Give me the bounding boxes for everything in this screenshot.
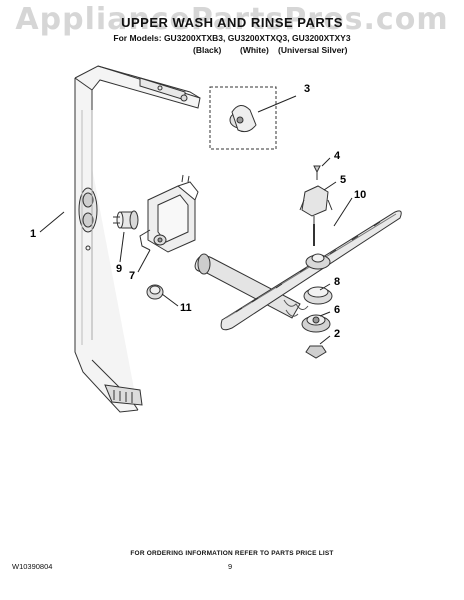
part-3-spray-nozzle bbox=[209, 86, 277, 150]
arm-hub-hose bbox=[283, 299, 309, 317]
part-9-connector bbox=[113, 210, 139, 230]
ordering-note: FOR ORDERING INFORMATION REFER TO PARTS … bbox=[130, 550, 334, 557]
supply-tube-part-1 bbox=[74, 65, 201, 413]
variant-universal-silver: (Universal Silver) bbox=[278, 45, 348, 55]
leader-lines bbox=[39, 95, 353, 345]
part-10-spray-arm bbox=[220, 210, 402, 331]
part-8-ring bbox=[303, 286, 333, 305]
variant-white: (White) bbox=[240, 45, 269, 55]
models-line: For Models: GU3200XTXB3, GU3200XTXQ3, GU… bbox=[113, 33, 351, 43]
part-4-screw bbox=[313, 165, 321, 180]
part-11-plug bbox=[146, 284, 164, 300]
part-2-nut bbox=[305, 345, 327, 359]
callout-4: 4 bbox=[334, 150, 341, 162]
page-number: 9 bbox=[228, 562, 233, 571]
callout-11: 11 bbox=[180, 302, 192, 314]
callout-10: 10 bbox=[354, 189, 367, 201]
watermark: AppliancePartsPros.com bbox=[15, 2, 449, 37]
part-7-bracket bbox=[139, 174, 199, 253]
part-6-bearing bbox=[301, 314, 331, 333]
arm-feed-tube bbox=[194, 253, 301, 319]
variant-black: (Black) bbox=[193, 45, 222, 55]
part-5-clip bbox=[299, 185, 333, 246]
callout-7: 7 bbox=[129, 270, 136, 282]
callout-1: 1 bbox=[30, 228, 37, 240]
callout-2: 2 bbox=[334, 328, 341, 340]
callout-8: 8 bbox=[334, 276, 341, 288]
callout-5: 5 bbox=[340, 174, 347, 186]
callout-9: 9 bbox=[116, 263, 123, 275]
callout-6: 6 bbox=[334, 304, 341, 316]
callout-3: 3 bbox=[304, 83, 311, 95]
document-number: W10390804 bbox=[12, 562, 53, 571]
page-title: UPPER WASH AND RINSE PARTS bbox=[121, 15, 343, 30]
